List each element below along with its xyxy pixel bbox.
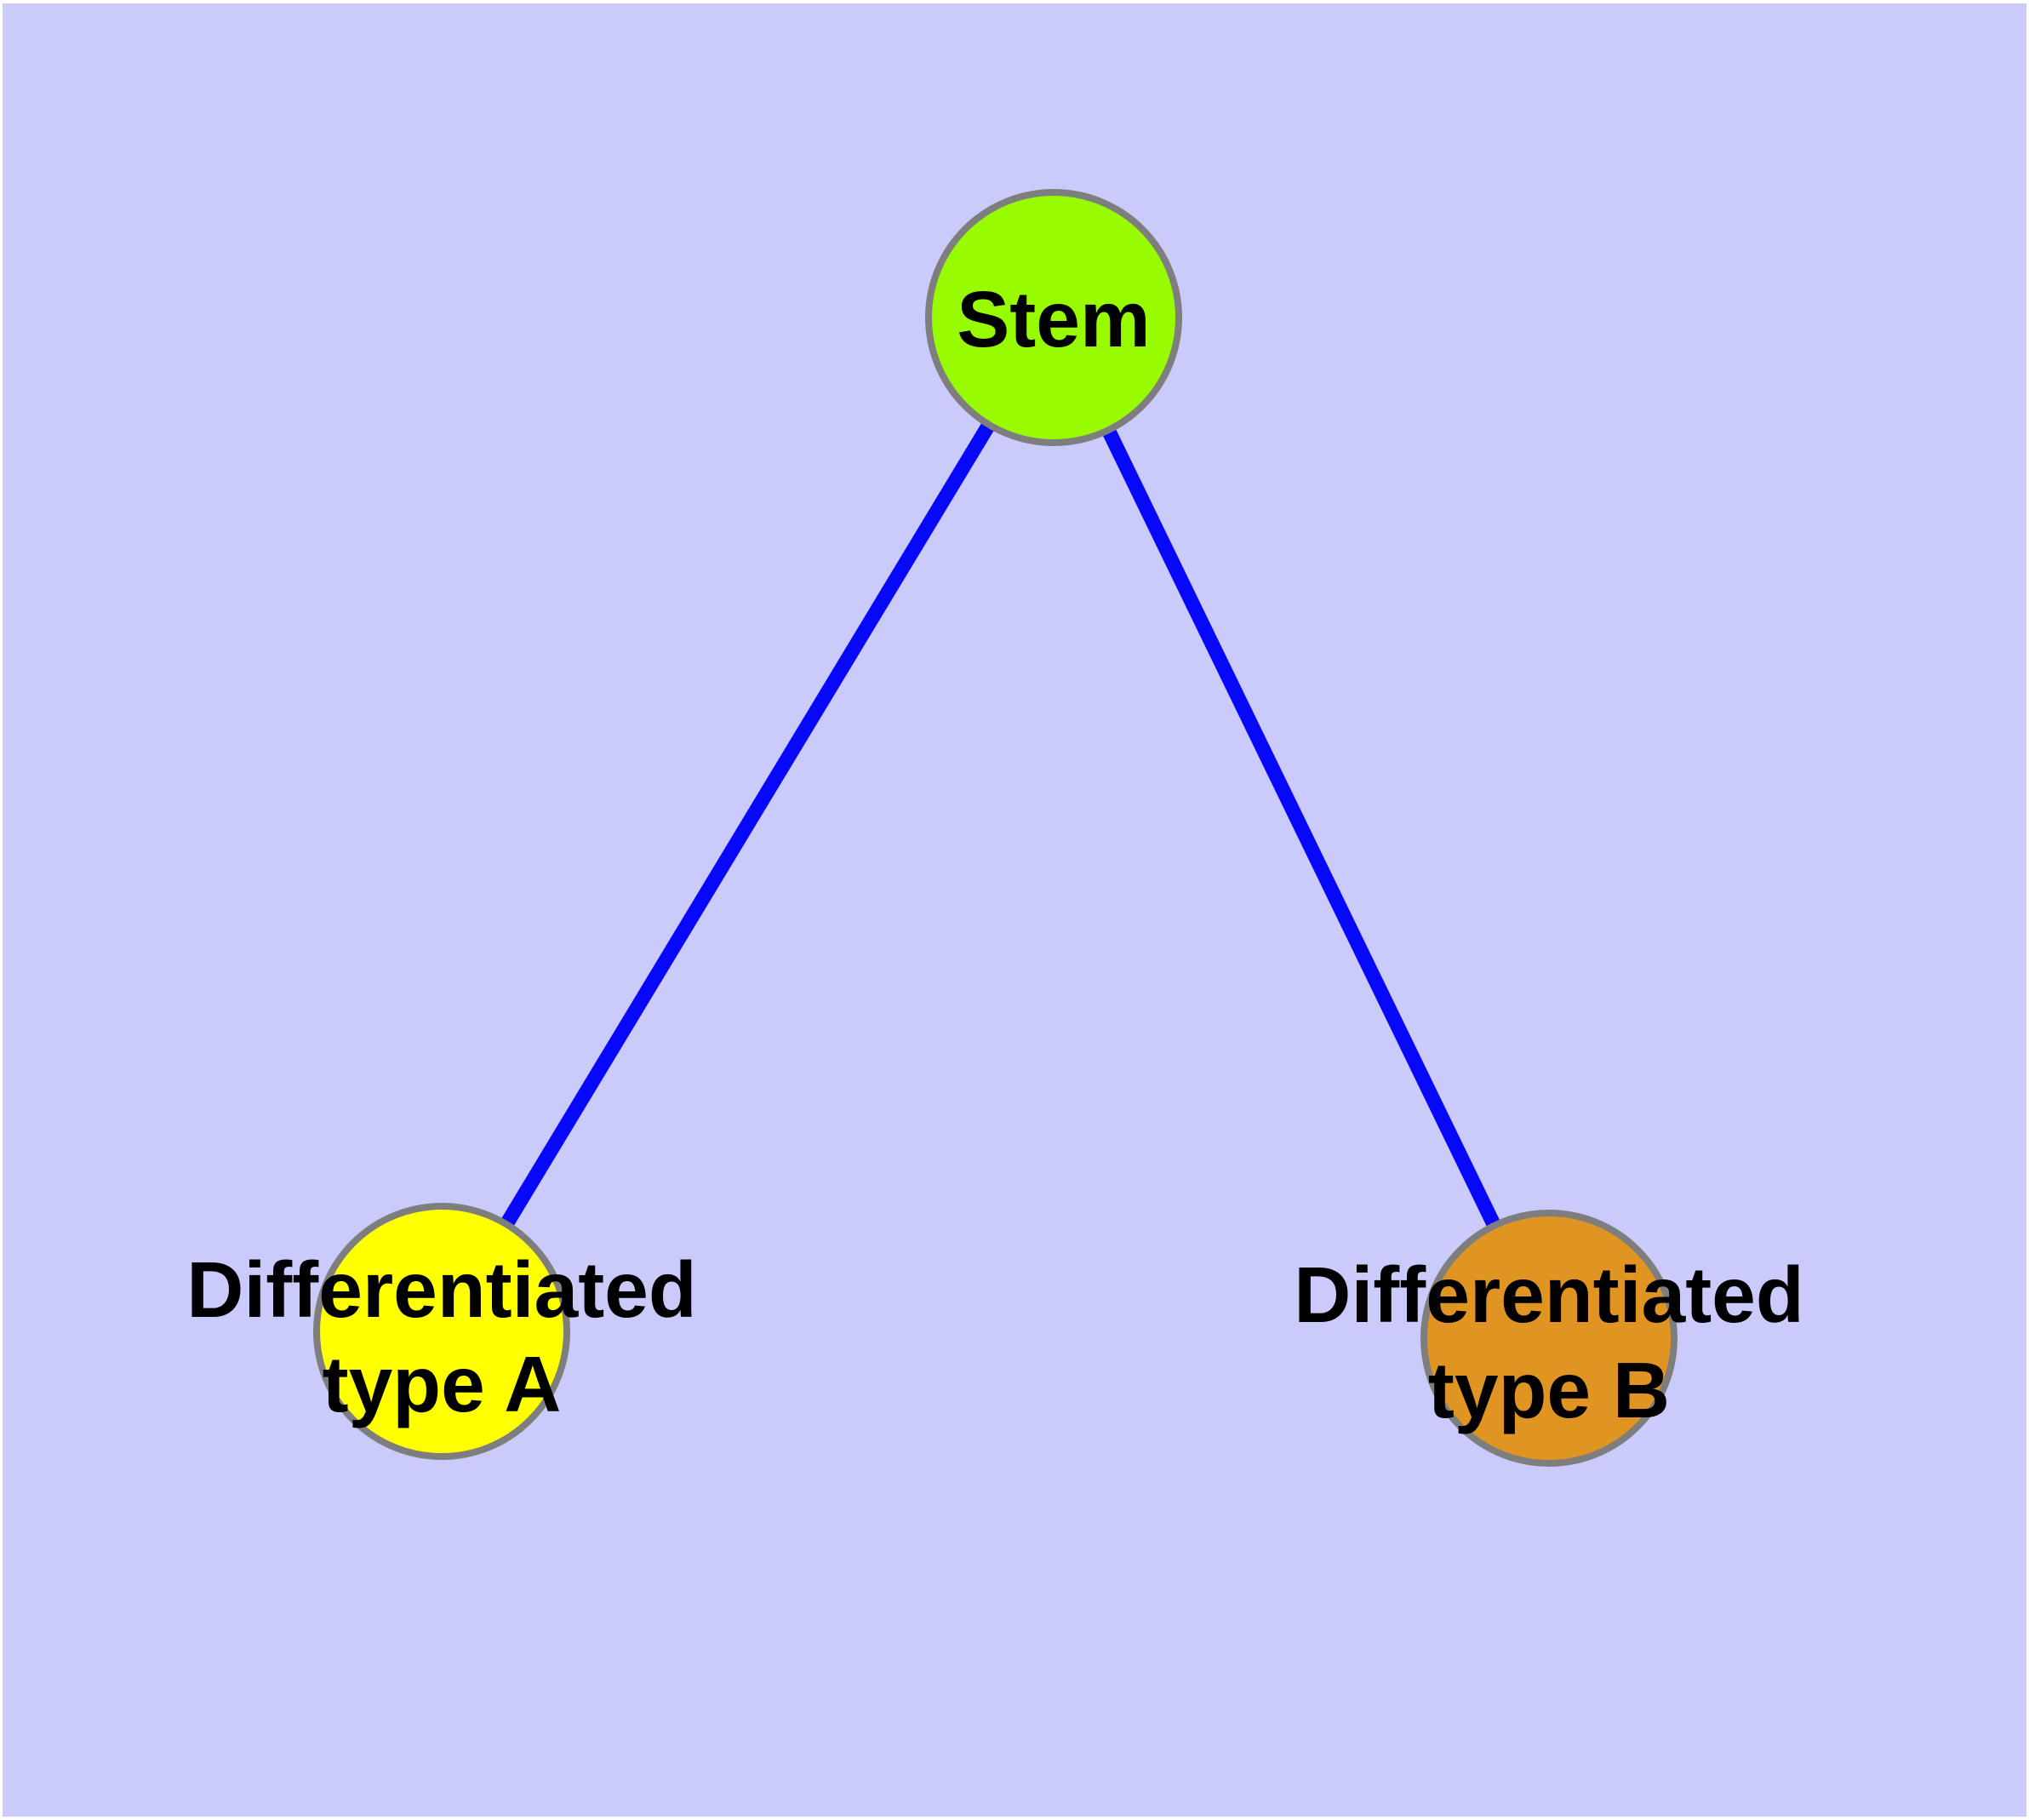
node-type-a-label-line2: type A	[323, 1340, 562, 1428]
edge-stem-to-type-b	[1047, 314, 1556, 1342]
edge-stem-to-type-a	[435, 313, 1060, 1336]
node-type-b-label: Differentiated type B	[1294, 1251, 1803, 1434]
node-type-a-label-line1: Differentiated	[186, 1245, 696, 1334]
node-type-a-circle	[313, 1203, 570, 1460]
node-type-b-label-line2: type B	[1428, 1346, 1670, 1434]
node-stem-label: Stem	[957, 275, 1150, 363]
node-stem-circle	[925, 189, 1182, 446]
node-type-b-label-line1: Differentiated	[1294, 1251, 1803, 1339]
node-type-a-label: Differentiated type A	[186, 1245, 696, 1428]
node-type-b-circle	[1420, 1210, 1677, 1467]
